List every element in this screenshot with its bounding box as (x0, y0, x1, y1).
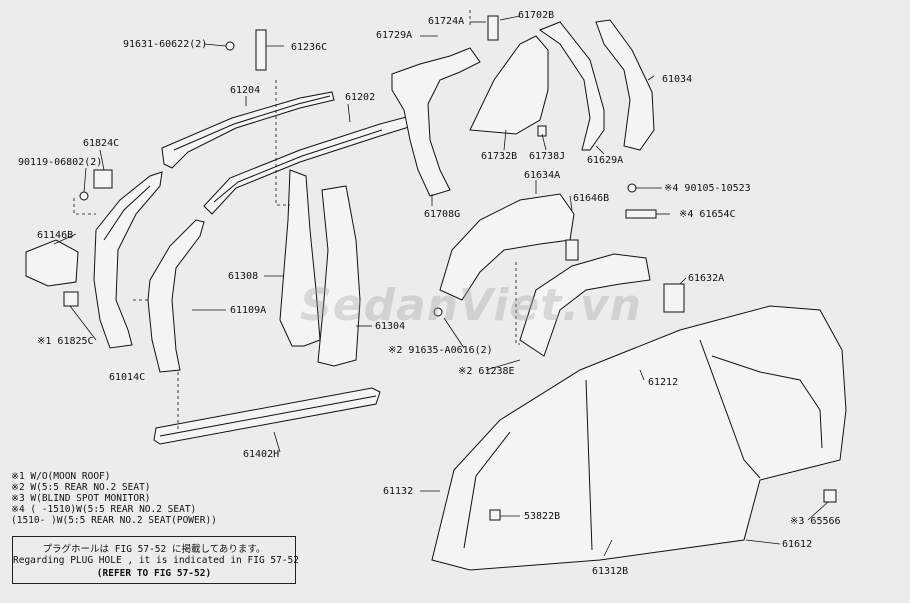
label-61738j: 61738J (529, 151, 566, 162)
label-61236c: 61236C (291, 42, 328, 53)
label-61204: 61204 (230, 85, 261, 96)
part-61724a (487, 15, 499, 41)
footnote-3: ※3 W(BLIND SPOT MONITOR) (11, 493, 151, 504)
part-61708g (391, 47, 481, 197)
label-90119-06802: 90119-06802(2) (18, 157, 103, 168)
label-61729a: 61729A (376, 30, 413, 41)
part-91635 (433, 307, 443, 317)
label-61724a: 61724A (428, 16, 465, 27)
notice-line-3: (REFER TO FIG 57-52) (96, 568, 212, 579)
footnote-2: ※2 W(5:5 REAR NO.2 SEAT) (11, 482, 151, 493)
label-61702b: 61702B (518, 10, 555, 21)
part-61632a-arch (519, 253, 651, 357)
footnote-4: ※4 ( -1510)W(5:5 REAR NO.2 SEAT) (11, 504, 197, 515)
part-61654c (625, 209, 657, 219)
part-53822b (489, 509, 501, 521)
label-61312b: 61312B (592, 566, 629, 577)
part-61212 (431, 305, 847, 571)
part-90105 (627, 183, 637, 193)
part-91631 (225, 41, 235, 51)
label-61612: 61612 (782, 539, 813, 550)
label-61202: 61202 (345, 92, 376, 103)
label-61212: 61212 (648, 377, 679, 388)
label-61132: 61132 (383, 486, 414, 497)
notice-line-1: プラグホールは FIG 57-52 に掲載してあります。 (42, 544, 266, 555)
label-90105-10523: ※4 90105-10523 (664, 183, 751, 194)
part-61634a (439, 193, 575, 301)
part-61738j (537, 125, 547, 137)
label-61629a: 61629A (587, 155, 624, 166)
part-61825c (63, 291, 79, 307)
part-61304 (317, 185, 361, 367)
footnote-4b: (1510- )W(5:5 REAR NO.2 SEAT(POWER)) (11, 515, 217, 526)
part-61732b (469, 35, 549, 135)
part-61236c (255, 29, 267, 71)
label-65566: ※3 65566 (790, 516, 841, 527)
label-61109a: 61109A (230, 305, 267, 316)
part-61632a (663, 283, 685, 313)
label-91631-60622: 91631-60622(2) (123, 39, 208, 50)
label-61402h: 61402H (243, 449, 280, 460)
label-61308: 61308 (228, 271, 259, 282)
plug-hole-notice: プラグホールは FIG 57-52 に掲載してあります。 Regarding P… (12, 536, 299, 584)
part-65566 (823, 489, 837, 503)
label-61304: 61304 (375, 321, 406, 332)
label-61014c: 61014C (109, 372, 146, 383)
label-61146b: 61146B (37, 230, 74, 241)
part-61646b (565, 239, 579, 261)
label-61708g: 61708G (424, 209, 461, 220)
leader-lines (53, 15, 829, 557)
part-61014c (93, 171, 163, 349)
label-61238e: ※2 61238E (458, 366, 515, 377)
label-61825c: ※1 61825C (37, 336, 94, 347)
label-61632a: 61632A (688, 273, 725, 284)
part-90119 (79, 191, 89, 201)
label-61824c: 61824C (83, 138, 120, 149)
notice-line-2: Regarding PLUG HOLE , it is indicated in… (13, 555, 299, 566)
watermark: SedanViet.vn (300, 280, 642, 331)
part-61629a (538, 21, 605, 151)
part-61824c (93, 169, 113, 189)
footnote-1: ※1 W/O(MOON ROOF) (11, 471, 111, 482)
label-61646b: 61646B (573, 193, 610, 204)
part-61308 (279, 169, 321, 347)
label-61034: 61034 (662, 74, 693, 85)
label-91635-a0616: ※2 91635-A0616(2) (388, 345, 493, 356)
part-61146b (25, 239, 79, 287)
label-53822b: 53822B (524, 511, 561, 522)
label-61634a: 61634A (524, 170, 561, 181)
label-61654c: ※4 61654C (679, 209, 736, 220)
dashed-leaders (73, 10, 520, 430)
label-61732b: 61732B (481, 151, 518, 162)
part-61109a (147, 219, 205, 373)
part-61034 (595, 19, 655, 151)
